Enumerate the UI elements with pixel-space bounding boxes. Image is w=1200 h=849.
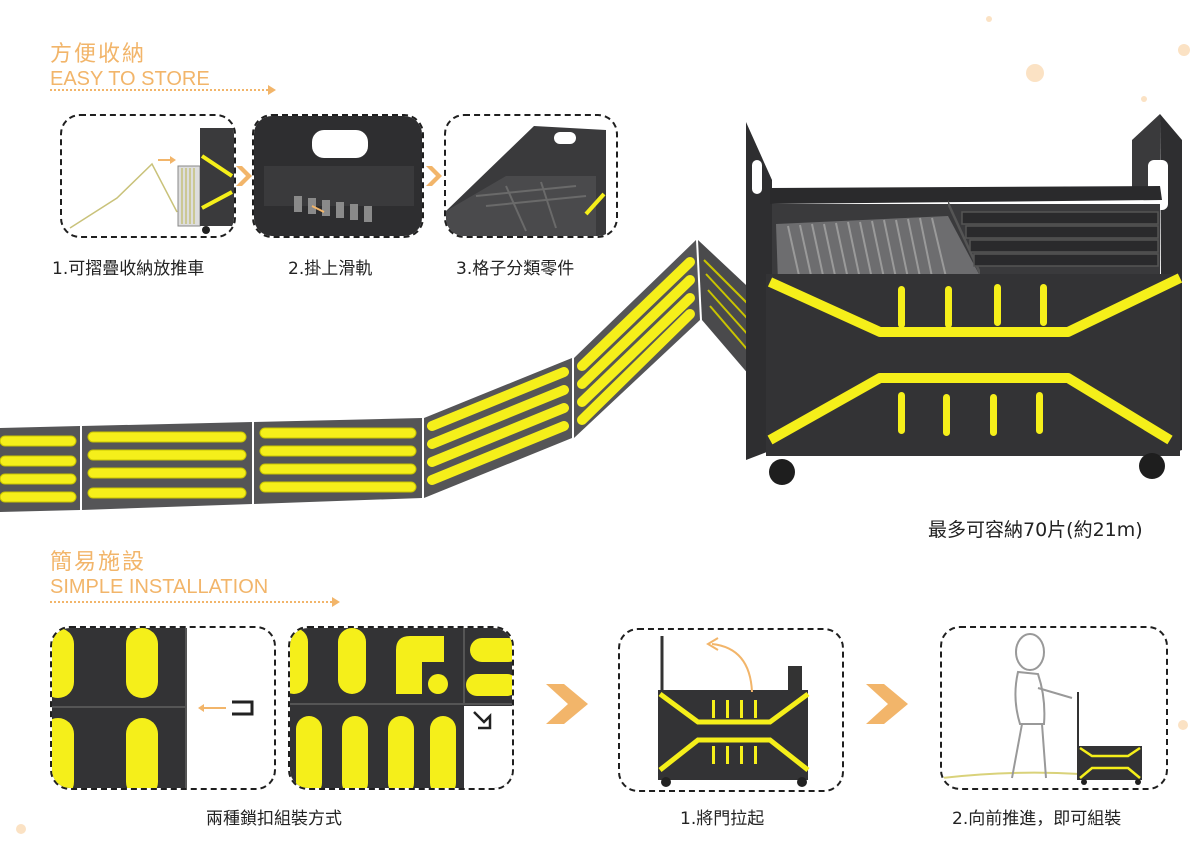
store-step-2-caption: 2.掛上滑軌	[288, 259, 373, 279]
lock-type-1-illustration	[52, 628, 254, 788]
install-section-header: 簡易施設 SIMPLE INSTALLATION	[50, 544, 268, 599]
install-title-underline	[50, 601, 332, 603]
decor-dot	[1026, 64, 1044, 82]
store-title-en: EASY TO STORE	[50, 68, 210, 90]
push-forward-panel	[940, 626, 1168, 790]
capacity-caption: 最多可容納70片(約21m)	[928, 519, 1143, 541]
store-step-3-caption: 3.格子分類零件	[456, 259, 575, 279]
tactile-strip	[0, 240, 762, 512]
decor-dot	[986, 16, 992, 22]
chevron-right-icon	[424, 164, 444, 192]
fold-cart-illustration	[69, 128, 234, 234]
decor-dot	[1141, 96, 1147, 102]
install-title-cn: 簡易施設	[50, 550, 147, 575]
storage-cart	[746, 114, 1183, 485]
grating-stack	[776, 216, 980, 282]
store-title-underline	[50, 89, 268, 91]
lock-type-2-panel	[288, 626, 514, 790]
store-step-1-panel	[60, 114, 236, 238]
store-title-arrowhead	[268, 85, 276, 95]
lock-type-2-illustration	[290, 628, 512, 788]
rail-hang-illustration	[254, 116, 422, 236]
lock-caption: 兩種鎖扣組裝方式	[206, 809, 342, 829]
pull-door-panel	[618, 628, 844, 792]
pull-door-illustration	[658, 636, 810, 787]
grid-compartment-illustration	[446, 126, 606, 236]
chevron-right-icon	[544, 682, 594, 730]
store-section-header: 方便收納 EASY TO STORE	[50, 36, 210, 91]
store-step-3-panel	[444, 114, 618, 238]
lock-type-1-panel	[50, 626, 276, 790]
install-title-arrowhead	[332, 597, 340, 607]
store-title-cn: 方便收納	[50, 42, 147, 67]
store-step-2-panel	[252, 114, 424, 238]
push-forward-caption: 2.向前推進，即可組裝	[952, 809, 1122, 829]
store-step-1-caption: 1.可摺疊收納放推車	[52, 259, 205, 279]
install-title-en: SIMPLE INSTALLATION	[50, 576, 269, 598]
decor-dot	[1178, 44, 1190, 56]
push-forward-illustration	[942, 633, 1142, 785]
main-product-illustration	[0, 114, 1183, 512]
pull-door-caption: 1.將門拉起	[680, 809, 765, 829]
decor-dot	[1178, 720, 1188, 730]
chevron-right-icon	[864, 682, 914, 730]
decor-dot	[16, 824, 26, 834]
chevron-right-icon	[234, 164, 254, 192]
